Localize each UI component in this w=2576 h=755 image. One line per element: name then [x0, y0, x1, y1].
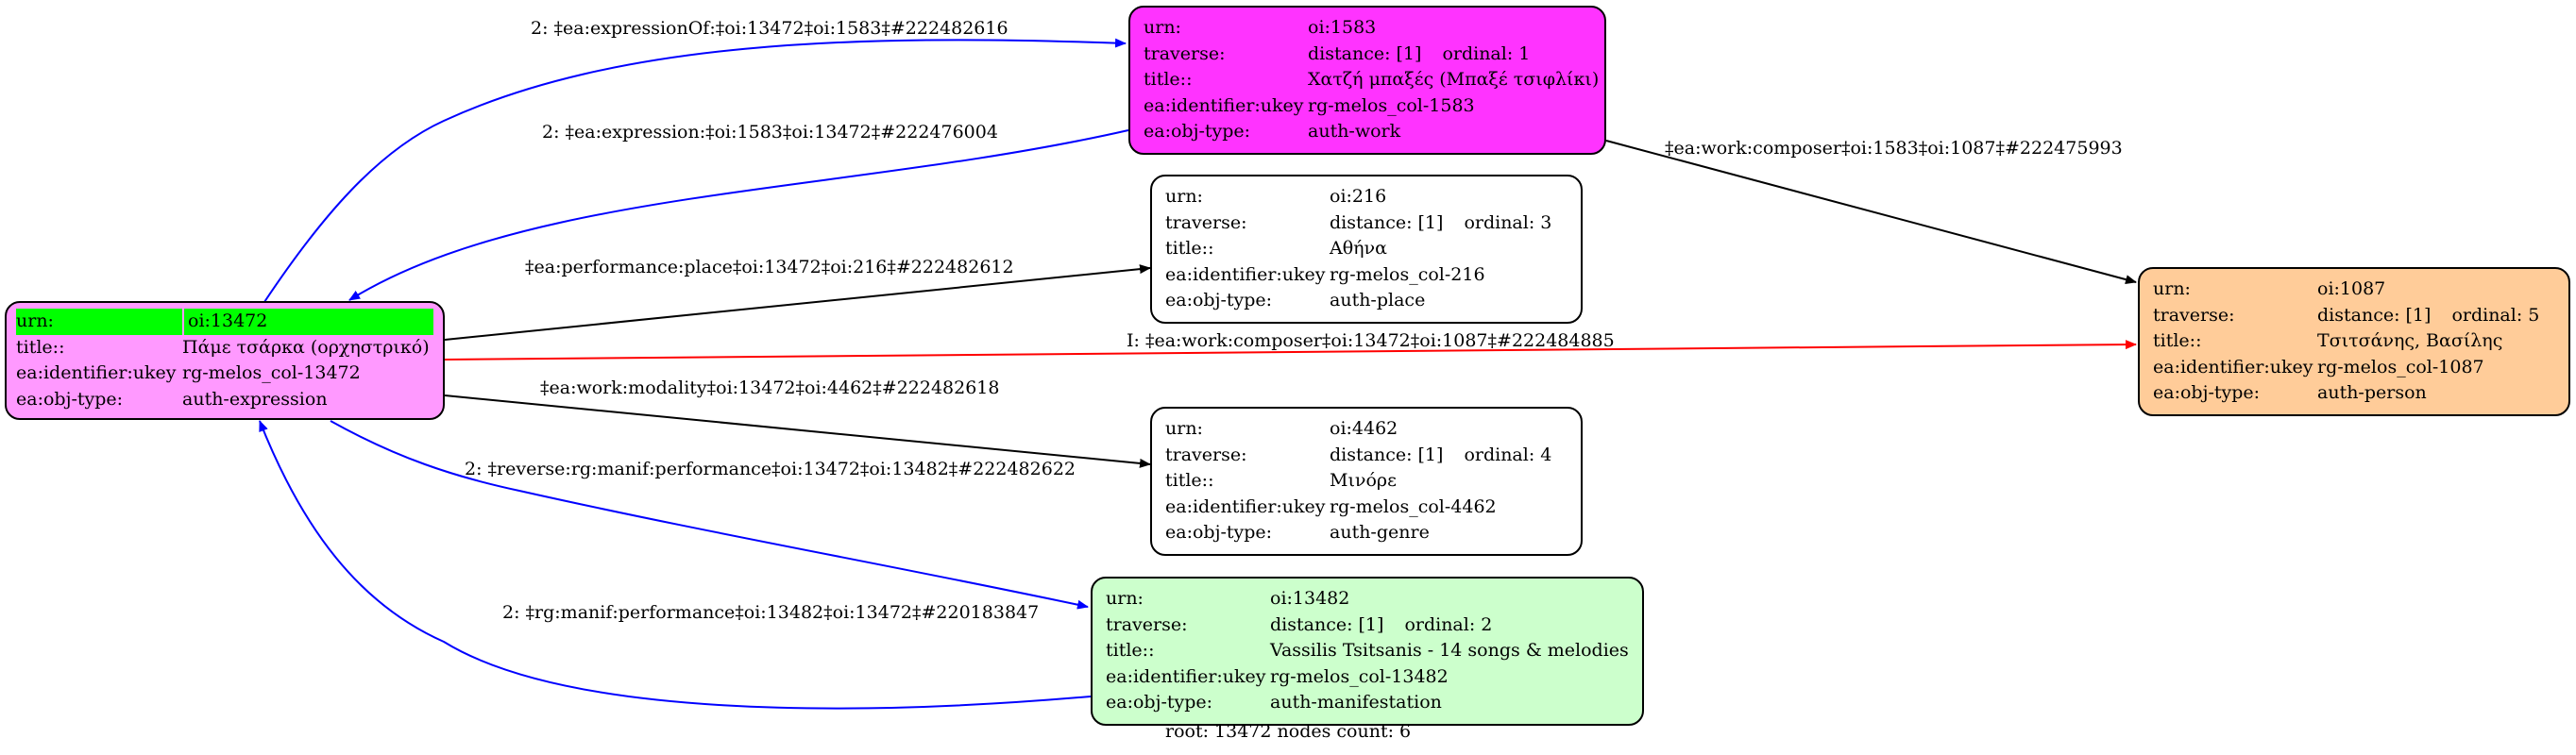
ukey-key: ea:identifier:ukey	[2153, 356, 2313, 378]
edge-work-composer	[1605, 140, 2137, 284]
ukey-value: rg-melos_col-1583	[1308, 94, 1475, 116]
type-value: auth-genre	[1330, 522, 1430, 544]
title-value: Αθήνα	[1330, 238, 1387, 260]
ordinal-value: ordinal: 4	[1464, 444, 1552, 465]
type-key: ea:obj-type:	[16, 388, 124, 410]
urn-value: oi:1583	[1308, 17, 1377, 38]
type-value: auth-person	[2317, 382, 2427, 404]
edge-label-inferred-composer: I: ‡ea:work:composer‡oi:13472‡oi:1087‡#2…	[1127, 330, 1615, 351]
traverse-key: traverse:	[1106, 613, 1188, 635]
edge-performance-place	[444, 264, 1151, 341]
distance-value: distance: [1]	[1330, 211, 1444, 233]
title-key: title::	[16, 336, 65, 358]
type-key: ea:obj-type:	[1165, 522, 1273, 544]
distance-value: distance: [1]	[1308, 42, 1422, 64]
ordinal-value: ordinal: 1	[1442, 42, 1531, 64]
urn-key: urn:	[2153, 278, 2191, 299]
traverse-key: traverse:	[1165, 211, 1247, 233]
urn-value: oi:13482	[1270, 588, 1350, 609]
root-urn-row: urn: oi:13472	[16, 309, 433, 335]
title-value: Μινόρε	[1330, 470, 1397, 492]
title-value: Χατζή μπαξές (Μπαξέ τσιφλίκι)	[1308, 69, 1600, 91]
edge-inferred-composer	[444, 340, 2137, 361]
type-key: ea:obj-type:	[2153, 382, 2261, 404]
edge-manif-performance	[259, 420, 1092, 710]
ukey-key: ea:identifier:ukey	[1106, 665, 1266, 687]
ordinal-value: ordinal: 5	[2451, 304, 2540, 326]
node-root-expression[interactable]: urn: oi:13472 title:: Πάμε τσάρκα (ορχησ…	[5, 301, 445, 421]
distance-value: distance: [1]	[2317, 304, 2432, 326]
root-ukey-row: ea:identifier:ukey rg-melos_col-13472	[16, 361, 433, 387]
type-key: ea:obj-type:	[1144, 121, 1251, 143]
node-genre[interactable]: urn: oi:4462 traverse: distance: [1] ordina…	[1150, 407, 1583, 556]
edge-label-work-composer: ‡ea:work:composer‡oi:1583‡oi:1087‡#22247…	[1665, 138, 2123, 159]
type-key: ea:obj-type:	[1165, 290, 1273, 311]
edge-expression-of	[263, 38, 1127, 303]
ukey-key: ea:identifier:ukey	[16, 362, 177, 384]
ordinal-value: ordinal: 3	[1464, 211, 1552, 233]
node-work[interactable]: urn: oi:1583 traverse: distance: [1] ordina…	[1128, 6, 1606, 155]
urn-value: oi:4462	[1330, 418, 1398, 439]
ukey-value: rg-melos_col-216	[1330, 263, 1485, 285]
type-value: auth-manifestation	[1270, 692, 1442, 713]
title-value: Vassilis Tsitsanis - 14 songs & melodies	[1270, 640, 1629, 662]
traverse-key: traverse:	[2153, 304, 2235, 326]
type-key: ea:obj-type:	[1106, 692, 1213, 713]
traverse-key: traverse:	[1144, 42, 1226, 64]
urn-key: urn:	[1106, 588, 1144, 609]
title-key: title::	[1165, 470, 1214, 492]
root-type-row: ea:obj-type: auth-expression	[16, 387, 433, 413]
edge-label-expression-of: 2: ‡ea:expressionOf:‡oi:13472‡oi:1583‡#2…	[531, 18, 1008, 39]
ukey-value: rg-melos_col-13472	[182, 362, 361, 384]
title-value: Πάμε τσάρκα (ορχηστρικό)	[182, 336, 430, 358]
distance-value: distance: [1]	[1270, 613, 1384, 635]
node-manifestation[interactable]: urn: oi:13482 traverse: distance: [1] ordin…	[1091, 577, 1644, 726]
ukey-key: ea:identifier:ukey	[1165, 495, 1326, 517]
edge-expression	[348, 129, 1129, 301]
node-place[interactable]: urn: oi:216 traverse: distance: [1] ordinal…	[1150, 175, 1583, 324]
title-key: title::	[1144, 69, 1193, 91]
ukey-key: ea:identifier:ukey	[1144, 94, 1304, 116]
edge-label-modality: ‡ea:work:modality‡oi:13472‡oi:4462‡#2224…	[540, 378, 1000, 398]
title-key: title::	[1106, 640, 1155, 662]
urn-key: urn:	[1165, 186, 1203, 207]
title-value: Τσιτσάνης, Βασίλης	[2317, 330, 2503, 352]
urn-value: oi:13472	[188, 310, 268, 331]
edge-reverse-manif-performance	[330, 420, 1089, 610]
edge-modality	[444, 394, 1151, 468]
ukey-key: ea:identifier:ukey	[1165, 263, 1326, 285]
urn-key: urn:	[16, 310, 54, 331]
title-key: title::	[1165, 238, 1214, 260]
edge-label-expression: 2: ‡ea:expression:‡oi:1583‡oi:13472‡#222…	[542, 122, 998, 143]
type-value: auth-place	[1330, 290, 1426, 311]
urn-key: urn:	[1144, 17, 1181, 38]
title-key: title::	[2153, 330, 2202, 352]
edge-label-reverse-manif-performance: 2: ‡reverse:rg:manif:performance‡oi:1347…	[465, 459, 1076, 479]
distance-value: distance: [1]	[1330, 444, 1444, 465]
graph-footer: root: 13472 nodes count: 6	[1165, 721, 1412, 742]
urn-value: oi:216	[1330, 186, 1387, 207]
ukey-value: rg-melos_col-1087	[2317, 356, 2484, 378]
urn-key: urn:	[1165, 418, 1203, 439]
root-title-row: title:: Πάμε τσάρκα (ορχηστρικό)	[16, 335, 433, 361]
ordinal-value: ordinal: 2	[1404, 613, 1493, 635]
type-value: auth-work	[1308, 121, 1401, 143]
node-person[interactable]: urn: oi:1087 traverse: distance: [1] ordina…	[2138, 267, 2570, 416]
type-value: auth-expression	[182, 388, 328, 410]
traverse-key: traverse:	[1165, 444, 1247, 465]
ukey-value: rg-melos_col-4462	[1330, 495, 1497, 517]
ukey-value: rg-melos_col-13482	[1270, 665, 1449, 687]
urn-value: oi:1087	[2317, 278, 2386, 299]
edge-label-manif-performance: 2: ‡rg:manif:performance‡oi:13482‡oi:134…	[502, 602, 1039, 623]
edge-label-performance-place: ‡ea:performance:place‡oi:13472‡oi:216‡#2…	[525, 257, 1014, 277]
